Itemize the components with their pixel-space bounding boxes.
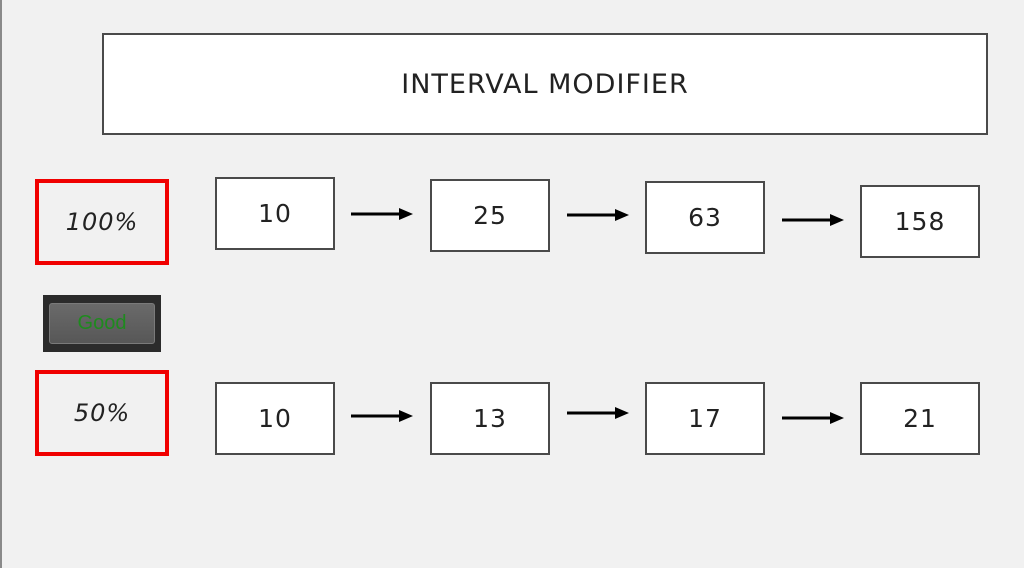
good-button-label: Good — [77, 312, 127, 334]
interval-box: 21 — [860, 382, 980, 455]
good-button[interactable]: Good — [49, 303, 155, 344]
interval-value: 63 — [688, 203, 722, 232]
interval-value: 10 — [258, 404, 292, 433]
interval-value: 25 — [473, 201, 507, 230]
interval-box: 10 — [215, 382, 335, 455]
interval-value: 17 — [688, 404, 722, 433]
interval-box: 25 — [430, 179, 550, 252]
diagram-title: INTERVAL MODIFIER — [102, 33, 988, 135]
interval-value: 13 — [473, 404, 507, 433]
modifier-label: 100% — [65, 208, 139, 236]
good-button-frame: Good — [43, 295, 161, 352]
modifier-box-50: 50% — [35, 370, 169, 456]
right-arrow-icon — [351, 207, 413, 221]
right-arrow-icon — [782, 213, 844, 227]
interval-box: 13 — [430, 382, 550, 455]
interval-box: 10 — [215, 177, 335, 250]
modifier-label: 50% — [73, 399, 131, 427]
interval-value: 10 — [258, 199, 292, 228]
right-arrow-icon — [782, 411, 844, 425]
interval-value: 158 — [894, 207, 946, 236]
right-arrow-icon — [567, 406, 629, 420]
left-edge-divider — [0, 0, 2, 568]
interval-box: 158 — [860, 185, 980, 258]
right-arrow-icon — [567, 208, 629, 222]
interval-box: 63 — [645, 181, 765, 254]
interval-value: 21 — [903, 404, 937, 433]
interval-box: 17 — [645, 382, 765, 455]
diagram-title-text: INTERVAL MODIFIER — [401, 68, 689, 100]
modifier-box-100: 100% — [35, 179, 169, 265]
right-arrow-icon — [351, 409, 413, 423]
